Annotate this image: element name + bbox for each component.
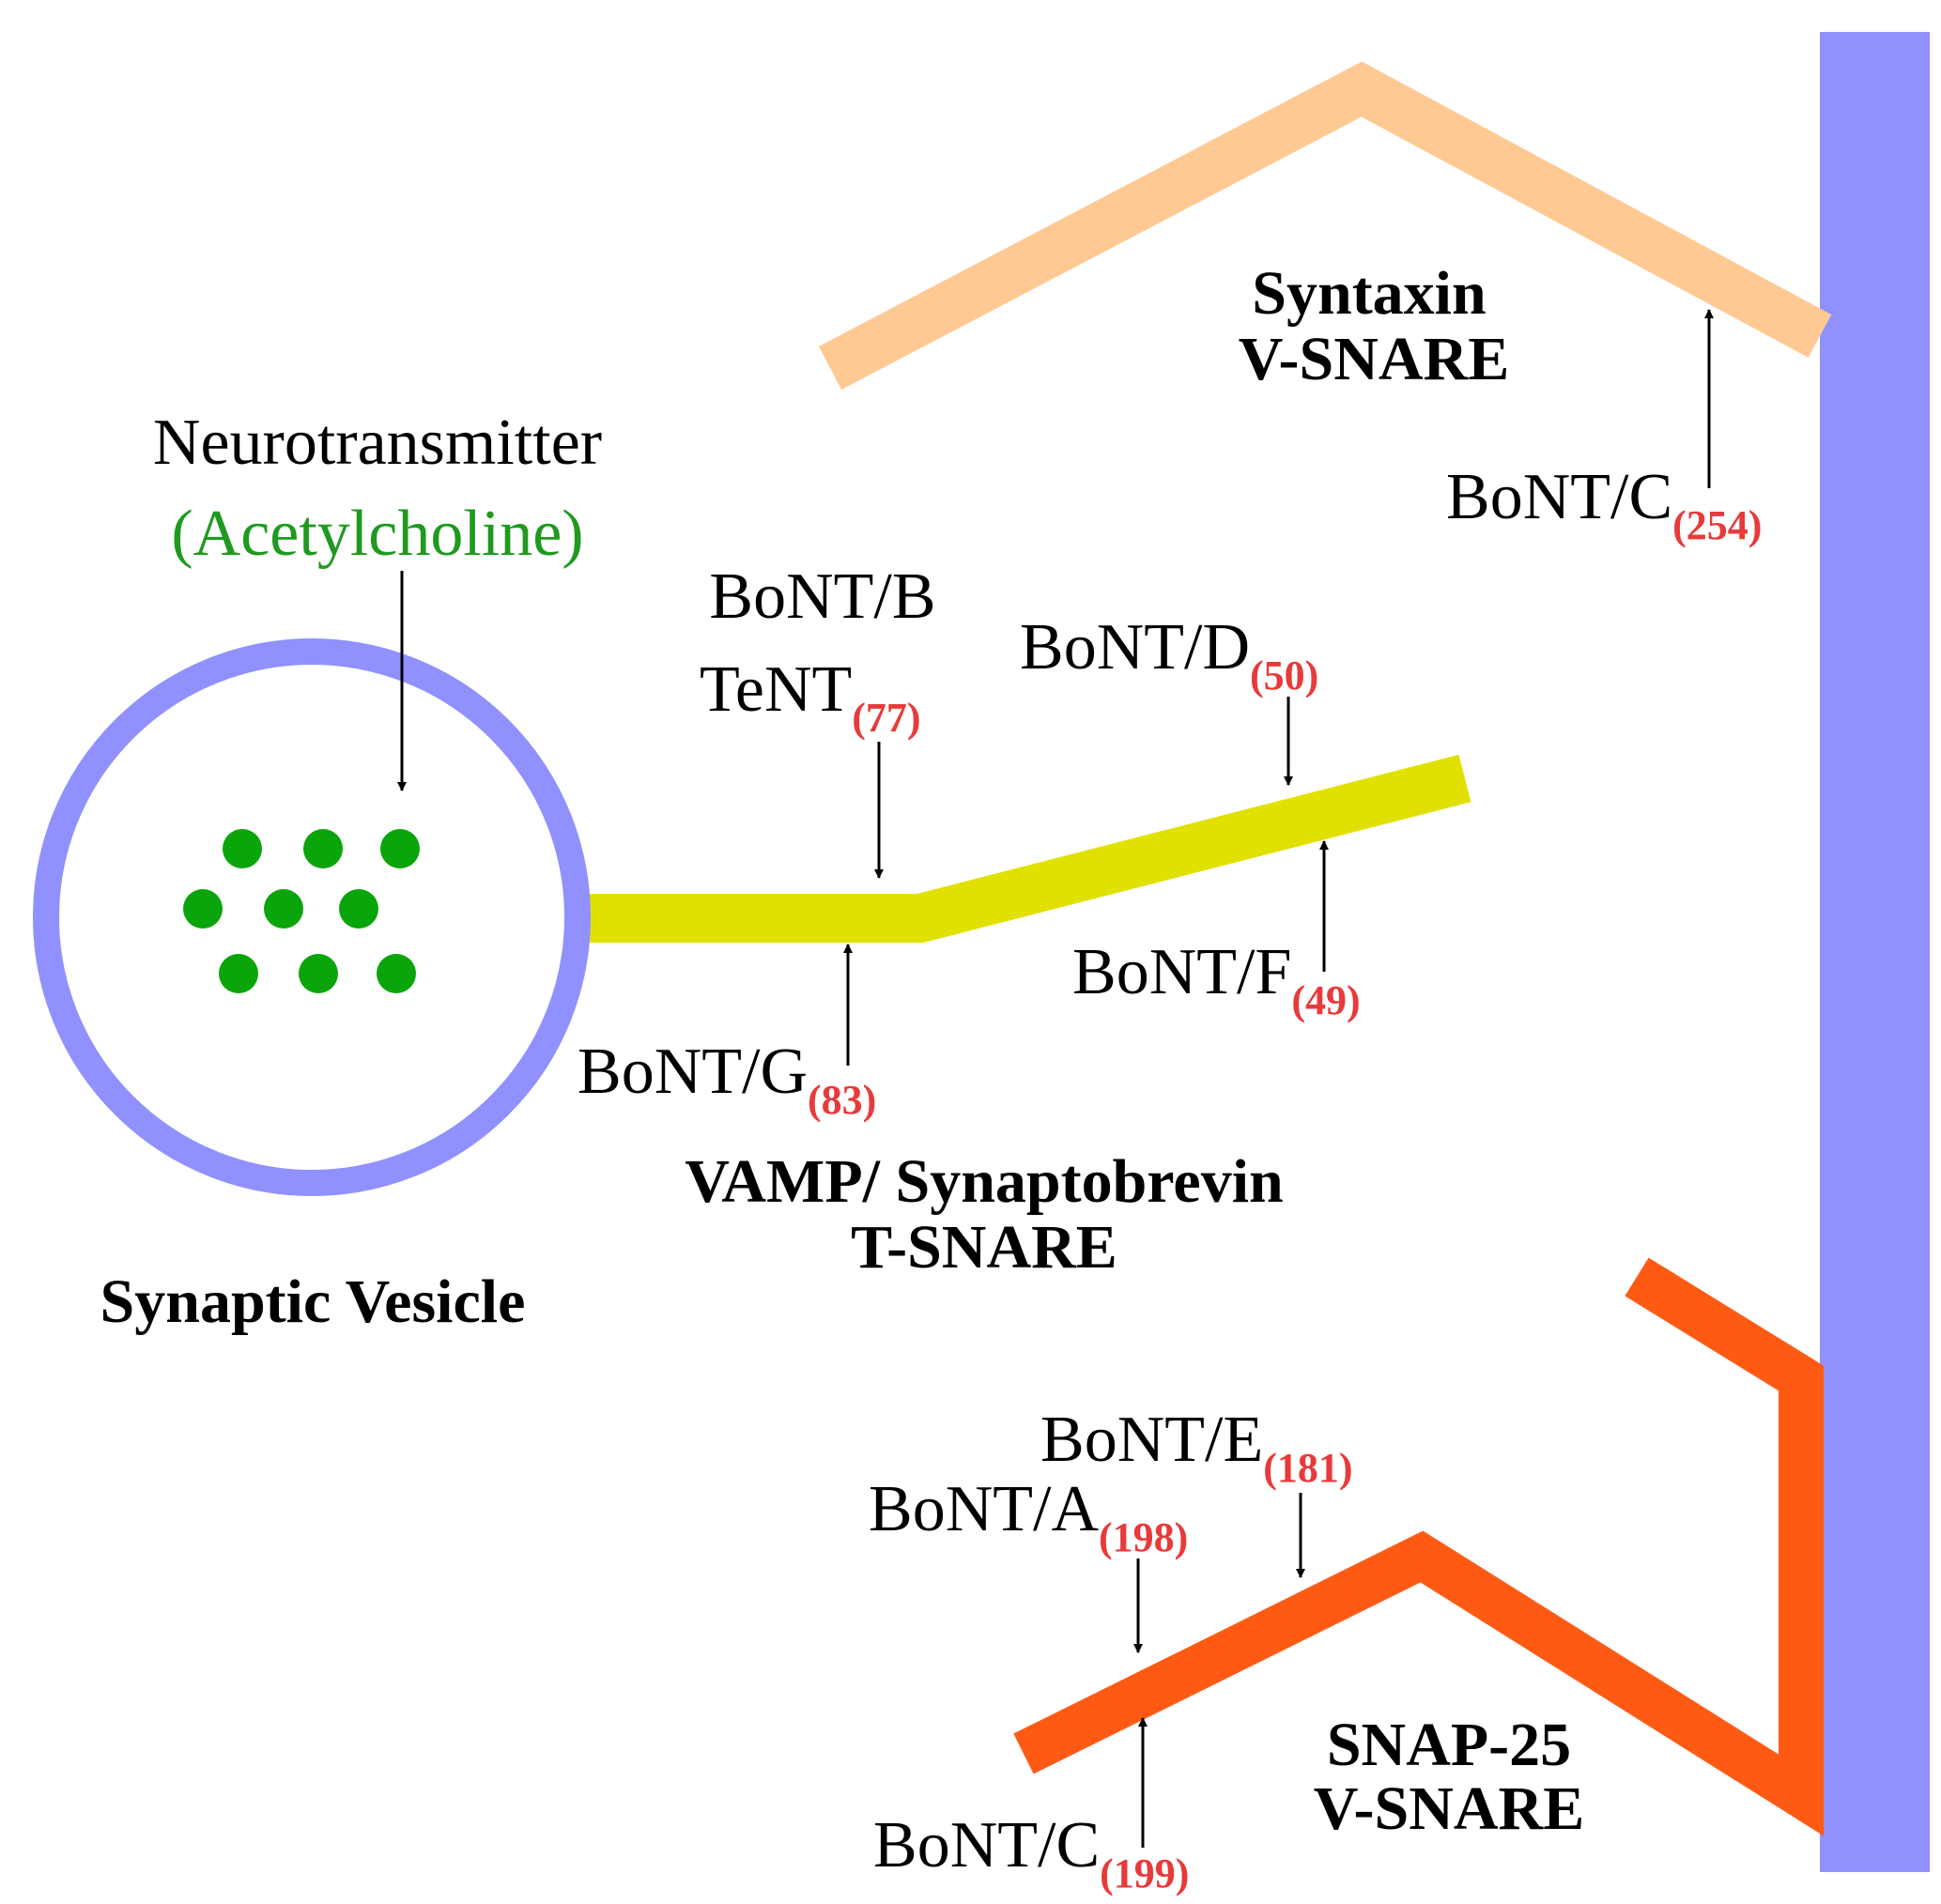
- bont-e-toxin: BoNT/E: [1040, 1404, 1263, 1476]
- tent-site: (77): [852, 695, 920, 741]
- syntaxin-name: Syntaxin: [1252, 259, 1486, 328]
- neurotransmitter-dot: [264, 889, 303, 929]
- tent-toxin: TeNT: [700, 653, 852, 726]
- acetylcholine-label: (Acetylcholine): [171, 498, 583, 570]
- neurotransmitter-dot: [219, 954, 258, 993]
- bont-e-site: (181): [1263, 1445, 1352, 1491]
- vamp-protein: [571, 754, 1471, 943]
- syntaxin-protein: [818, 61, 1832, 391]
- bont-a-site: (198): [1099, 1514, 1188, 1560]
- neurotransmitter-label: Neurotransmitter: [153, 407, 602, 479]
- bont-g-site: (83): [808, 1077, 876, 1123]
- bont-g-toxin: BoNT/G: [578, 1036, 808, 1108]
- bont-d-toxin: BoNT/D: [1020, 611, 1250, 683]
- bont-f-site: (49): [1291, 977, 1360, 1023]
- arrows: [397, 309, 1714, 1848]
- bont-e-label: BoNT/E(181): [1040, 1404, 1353, 1491]
- synaptic-vesicle: [33, 638, 591, 1196]
- bont-a-toxin: BoNT/A: [869, 1473, 1099, 1545]
- vamp-name: VAMP/ Synaptobrevin: [685, 1147, 1284, 1216]
- bont-b-label: BoNT/B: [709, 560, 935, 633]
- neurotransmitter-dot: [183, 889, 223, 929]
- bont-a-label: BoNT/A(198): [869, 1473, 1188, 1560]
- bont-c-snap25-label: BoNT/C(199): [873, 1809, 1189, 1896]
- bont-d-label: BoNT/D(50): [1020, 611, 1318, 699]
- neurotransmitter-dot: [339, 889, 378, 929]
- snap25-name: SNAP-25: [1327, 1711, 1571, 1779]
- neurotransmitter-dot: [377, 954, 416, 993]
- snap25-protein: [1013, 1257, 1824, 1836]
- bont-f-label: BoNT/F(49): [1072, 936, 1361, 1023]
- bont-c-snap25-toxin: BoNT/C: [873, 1809, 1100, 1881]
- neurotransmitter-dots: [183, 829, 420, 993]
- syntaxin-type: V-SNARE: [1239, 325, 1509, 393]
- bont-g-label: BoNT/G(83): [578, 1036, 876, 1123]
- vamp-type: T-SNARE: [851, 1213, 1117, 1282]
- tent-label: TeNT(77): [700, 653, 921, 741]
- bont-d-site: (50): [1250, 653, 1318, 699]
- bont-c-syntaxin-label: BoNT/C(254): [1446, 461, 1762, 548]
- neurotransmitter-dot: [303, 829, 343, 868]
- bont-c-syntaxin-toxin: BoNT/C: [1446, 461, 1672, 533]
- presynaptic-membrane: [1820, 32, 1930, 1872]
- snap25-type: V-SNARE: [1314, 1774, 1584, 1843]
- neurotransmitter-dot: [299, 954, 338, 993]
- neurotransmitter-dot: [380, 829, 420, 868]
- bont-c-snap25-site: (199): [1100, 1850, 1189, 1896]
- vesicle-label: Synaptic Vesicle: [100, 1267, 526, 1336]
- bont-f-toxin: BoNT/F: [1072, 936, 1291, 1008]
- neurotransmitter-dot: [223, 829, 262, 868]
- bont-c-syntaxin-site: (254): [1672, 502, 1762, 548]
